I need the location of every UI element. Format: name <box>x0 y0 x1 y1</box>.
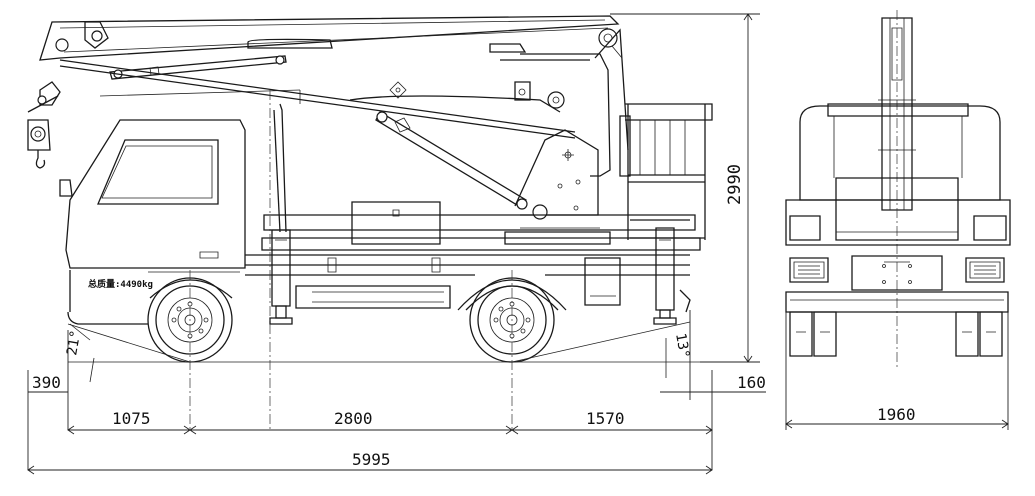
cab-weight-label: 总质量:4490kg <box>88 278 153 290</box>
wheelbase-label: 2800 <box>334 409 373 428</box>
overall-width-label: 1960 <box>877 405 916 424</box>
departure-angle-label: 13° <box>672 332 692 360</box>
platform-basket <box>619 103 713 240</box>
boom-arm-frame <box>349 28 629 177</box>
rear-left-tires <box>789 311 837 357</box>
left-tail-light <box>789 257 829 283</box>
rear-right-tires <box>955 311 1003 357</box>
truck-cab: 总质量:4490kg <box>59 119 246 325</box>
height-dimension-label: 2990 <box>725 164 745 205</box>
overall-length-label: 5995 <box>352 450 391 469</box>
height-dimension: 2990 <box>610 13 760 363</box>
lift-cylinder <box>375 111 528 210</box>
rear-offset-label: 160 <box>737 373 766 392</box>
length-dimension-chain: 1075 2800 1570 5995 <box>27 409 713 475</box>
chassis-frame <box>245 90 701 309</box>
approach-angle-label: 21° <box>64 329 84 357</box>
license-plate-area <box>851 255 943 291</box>
front-outrigger <box>269 229 293 325</box>
front-offset-label: 390 <box>32 373 61 392</box>
rear-offset-dimension: 160 <box>660 310 766 470</box>
right-tail-light <box>965 257 1005 283</box>
rear-view: 1960 <box>785 10 1011 430</box>
turntable <box>504 129 611 245</box>
rear-outrigger <box>653 227 691 325</box>
side-view: 总质量:4490kg <box>27 13 766 475</box>
rear-basket-rail <box>827 103 969 117</box>
rear-cab-body <box>799 105 1001 201</box>
boom-assembly <box>39 15 620 139</box>
front-offset-dimension: 390 <box>27 330 69 470</box>
front-overhang-label: 1075 <box>112 409 151 428</box>
hook-block <box>27 81 61 169</box>
width-dimension: 1960 <box>785 312 1009 430</box>
rear-overhang-label: 1570 <box>586 409 625 428</box>
